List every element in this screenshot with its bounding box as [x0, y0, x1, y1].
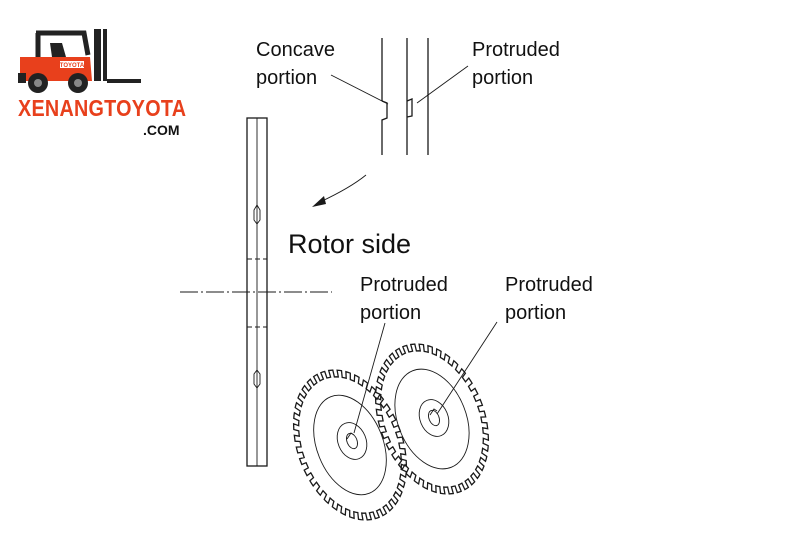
- gear-left-protrusion-mark: [346, 432, 355, 440]
- view-arrow-head: [312, 196, 326, 207]
- forklift-counterweight: [18, 73, 26, 83]
- shaft-protrusion: [406, 98, 413, 118]
- gear-left-inner-ring: [313, 394, 387, 496]
- label-protruded-portion-top-text: Protruded portion: [472, 39, 560, 89]
- brand-suffix: .COM: [143, 122, 180, 138]
- gear-left: [292, 369, 408, 521]
- forklift-mast: [94, 29, 101, 81]
- protruded-right-gear-leader-line: [436, 321, 498, 415]
- disk-notch-lower-right: [256, 369, 261, 389]
- disk-notch-lower-left: [253, 369, 258, 389]
- gear-right-hub: [418, 399, 450, 437]
- forklift-front-hub: [74, 79, 82, 87]
- protruded-top-leader-line: [416, 65, 469, 104]
- view-arrow-curve: [319, 174, 367, 203]
- label-protruded-portion-left-gear-text: Protruded portion: [360, 274, 448, 324]
- gear-left-hub: [336, 422, 368, 460]
- forklift-icon: TOYOTA: [18, 29, 141, 93]
- disk-notch-upper-left: [253, 204, 258, 225]
- label-protruded-portion-left-gear: Protruded portion: [360, 271, 448, 327]
- forklift-overhead-guard: [36, 30, 91, 56]
- forklift-badge: TOYOTA: [60, 63, 85, 69]
- gear-left-teeth: [292, 369, 408, 521]
- label-rotor-side: Rotor side: [288, 229, 412, 259]
- shaft-detail-view: [312, 38, 469, 207]
- label-concave-portion: Concave portion: [256, 36, 335, 92]
- shaft-concave-step: [381, 100, 388, 155]
- disk-notch-upper-right: [256, 204, 261, 225]
- disk-side-view: [180, 117, 332, 467]
- gear-right-inner-ring: [394, 368, 470, 470]
- brand-name: XENANGTOYOTA: [18, 95, 187, 121]
- label-protruded-portion-top: Protruded portion: [472, 36, 560, 92]
- label-concave-portion-text: Concave portion: [256, 39, 335, 89]
- forklift-seat: [50, 43, 66, 57]
- protruded-left-gear-leader-line: [353, 322, 386, 434]
- gear-right-bore: [428, 409, 440, 427]
- gear-right: [374, 343, 490, 495]
- label-protruded-portion-right-gear-text: Protruded portion: [505, 274, 593, 324]
- concave-leader-line: [330, 74, 389, 105]
- forklift-rear-hub: [34, 79, 42, 87]
- forklift-mast-inner: [103, 29, 107, 81]
- gear-right-teeth: [374, 343, 490, 495]
- gear-left-bore: [346, 432, 358, 450]
- forklift-fork: [107, 79, 141, 83]
- label-protruded-portion-right-gear: Protruded portion: [505, 271, 593, 327]
- forklift-badge-bg: [60, 61, 84, 68]
- gear-right-protrusion-mark: [429, 408, 438, 416]
